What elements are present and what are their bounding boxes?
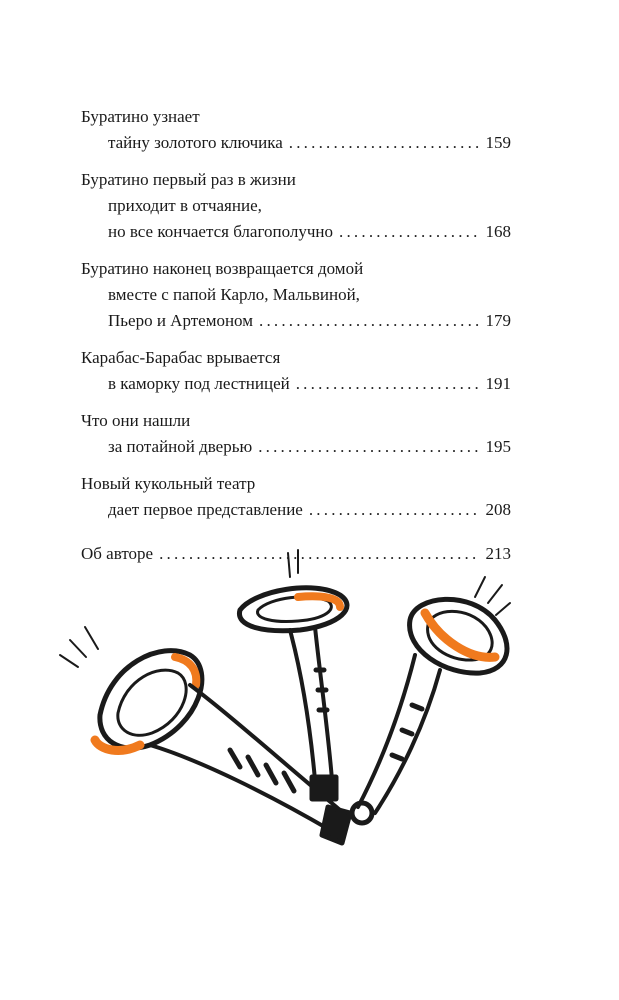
toc-entry-title: Буратино узнает [81,107,200,126]
toc-entry-last-line: Об авторе ..............................… [81,541,511,567]
right-trumpet [349,576,511,826]
toc-entry-title: Карабас-Барабас врывается [81,348,281,367]
left-trumpet [59,626,353,846]
toc-entry-title-end: тайну золотого ключика [108,133,283,152]
toc-entry-last-line: тайну золотого ключика .................… [81,130,511,156]
dot-leader: ........................................… [339,222,479,241]
page-number: 195 [485,437,512,456]
toc-entry[interactable]: Что они нашли за потайной дверью .......… [81,408,511,460]
toc-entry-title: Буратино первый раз в жизни [81,170,296,189]
toc-entry-last-line: но все кончается благополучно ..........… [81,219,511,245]
page-number: 168 [485,222,512,241]
dot-leader: ........................................… [258,437,480,456]
toc-entry[interactable]: Карабас-Барабас врывается в каморку под … [81,345,511,397]
page-number: 179 [485,311,512,330]
toc-entry-title-end: за потайной дверью [108,437,253,456]
toc-entry-title: Что они нашли [81,411,191,430]
page-number: 159 [485,133,512,152]
toc-entry-last-line: в каморку под лестницей ................… [81,371,511,397]
toc-entry-last-line: за потайной дверью .....................… [81,434,511,460]
middle-trumpet [237,549,350,802]
toc-entry-author[interactable]: Об авторе ..............................… [81,541,511,567]
toc-entry-title: Новый кукольный театр [81,474,256,493]
toc-entry-title-cont: приходит в отчаяние, [108,196,262,215]
dot-leader: ........................................… [295,374,480,393]
toc-entry-title-end: Пьеро и Артемоном [108,311,253,330]
toc-entry-last-line: Пьеро и Артемоном ......................… [81,308,511,334]
toc-entry[interactable]: Буратино узнает тайну золотого ключика .… [81,104,511,156]
toc-entry-title-end: но все кончается благополучно [108,222,334,241]
page-number: 191 [485,374,512,393]
toc-entry-last-line: дает первое представление ..............… [81,497,511,523]
toc-entry-title-end: в каморку под лестницей [108,374,290,393]
toc-entry[interactable]: Новый кукольный театр дает первое предст… [81,471,511,523]
dot-leader: ........................................… [288,133,480,152]
toc-entry[interactable]: Буратино первый раз в жизни приходит в о… [81,167,511,245]
toc-entry[interactable]: Буратино наконец возвращается домой вмес… [81,256,511,334]
toc-entry-title: Буратино наконец возвращается домой [81,259,364,278]
page-number: 208 [485,500,512,519]
toc-entry-title-cont: вместе с папой Карло, Мальвиной, [108,285,360,304]
toc-entry-title-end: дает первое представление [108,500,303,519]
dot-leader: ........................................… [308,500,480,519]
page-number: 213 [485,544,512,563]
dot-leader: ........................................… [159,544,480,563]
dot-leader: ........................................… [259,311,480,330]
trumpets-icon [59,549,511,846]
table-of-contents: Буратино узнает тайну золотого ключика .… [81,104,511,578]
toc-entry-title-end: Об авторе [81,544,154,563]
